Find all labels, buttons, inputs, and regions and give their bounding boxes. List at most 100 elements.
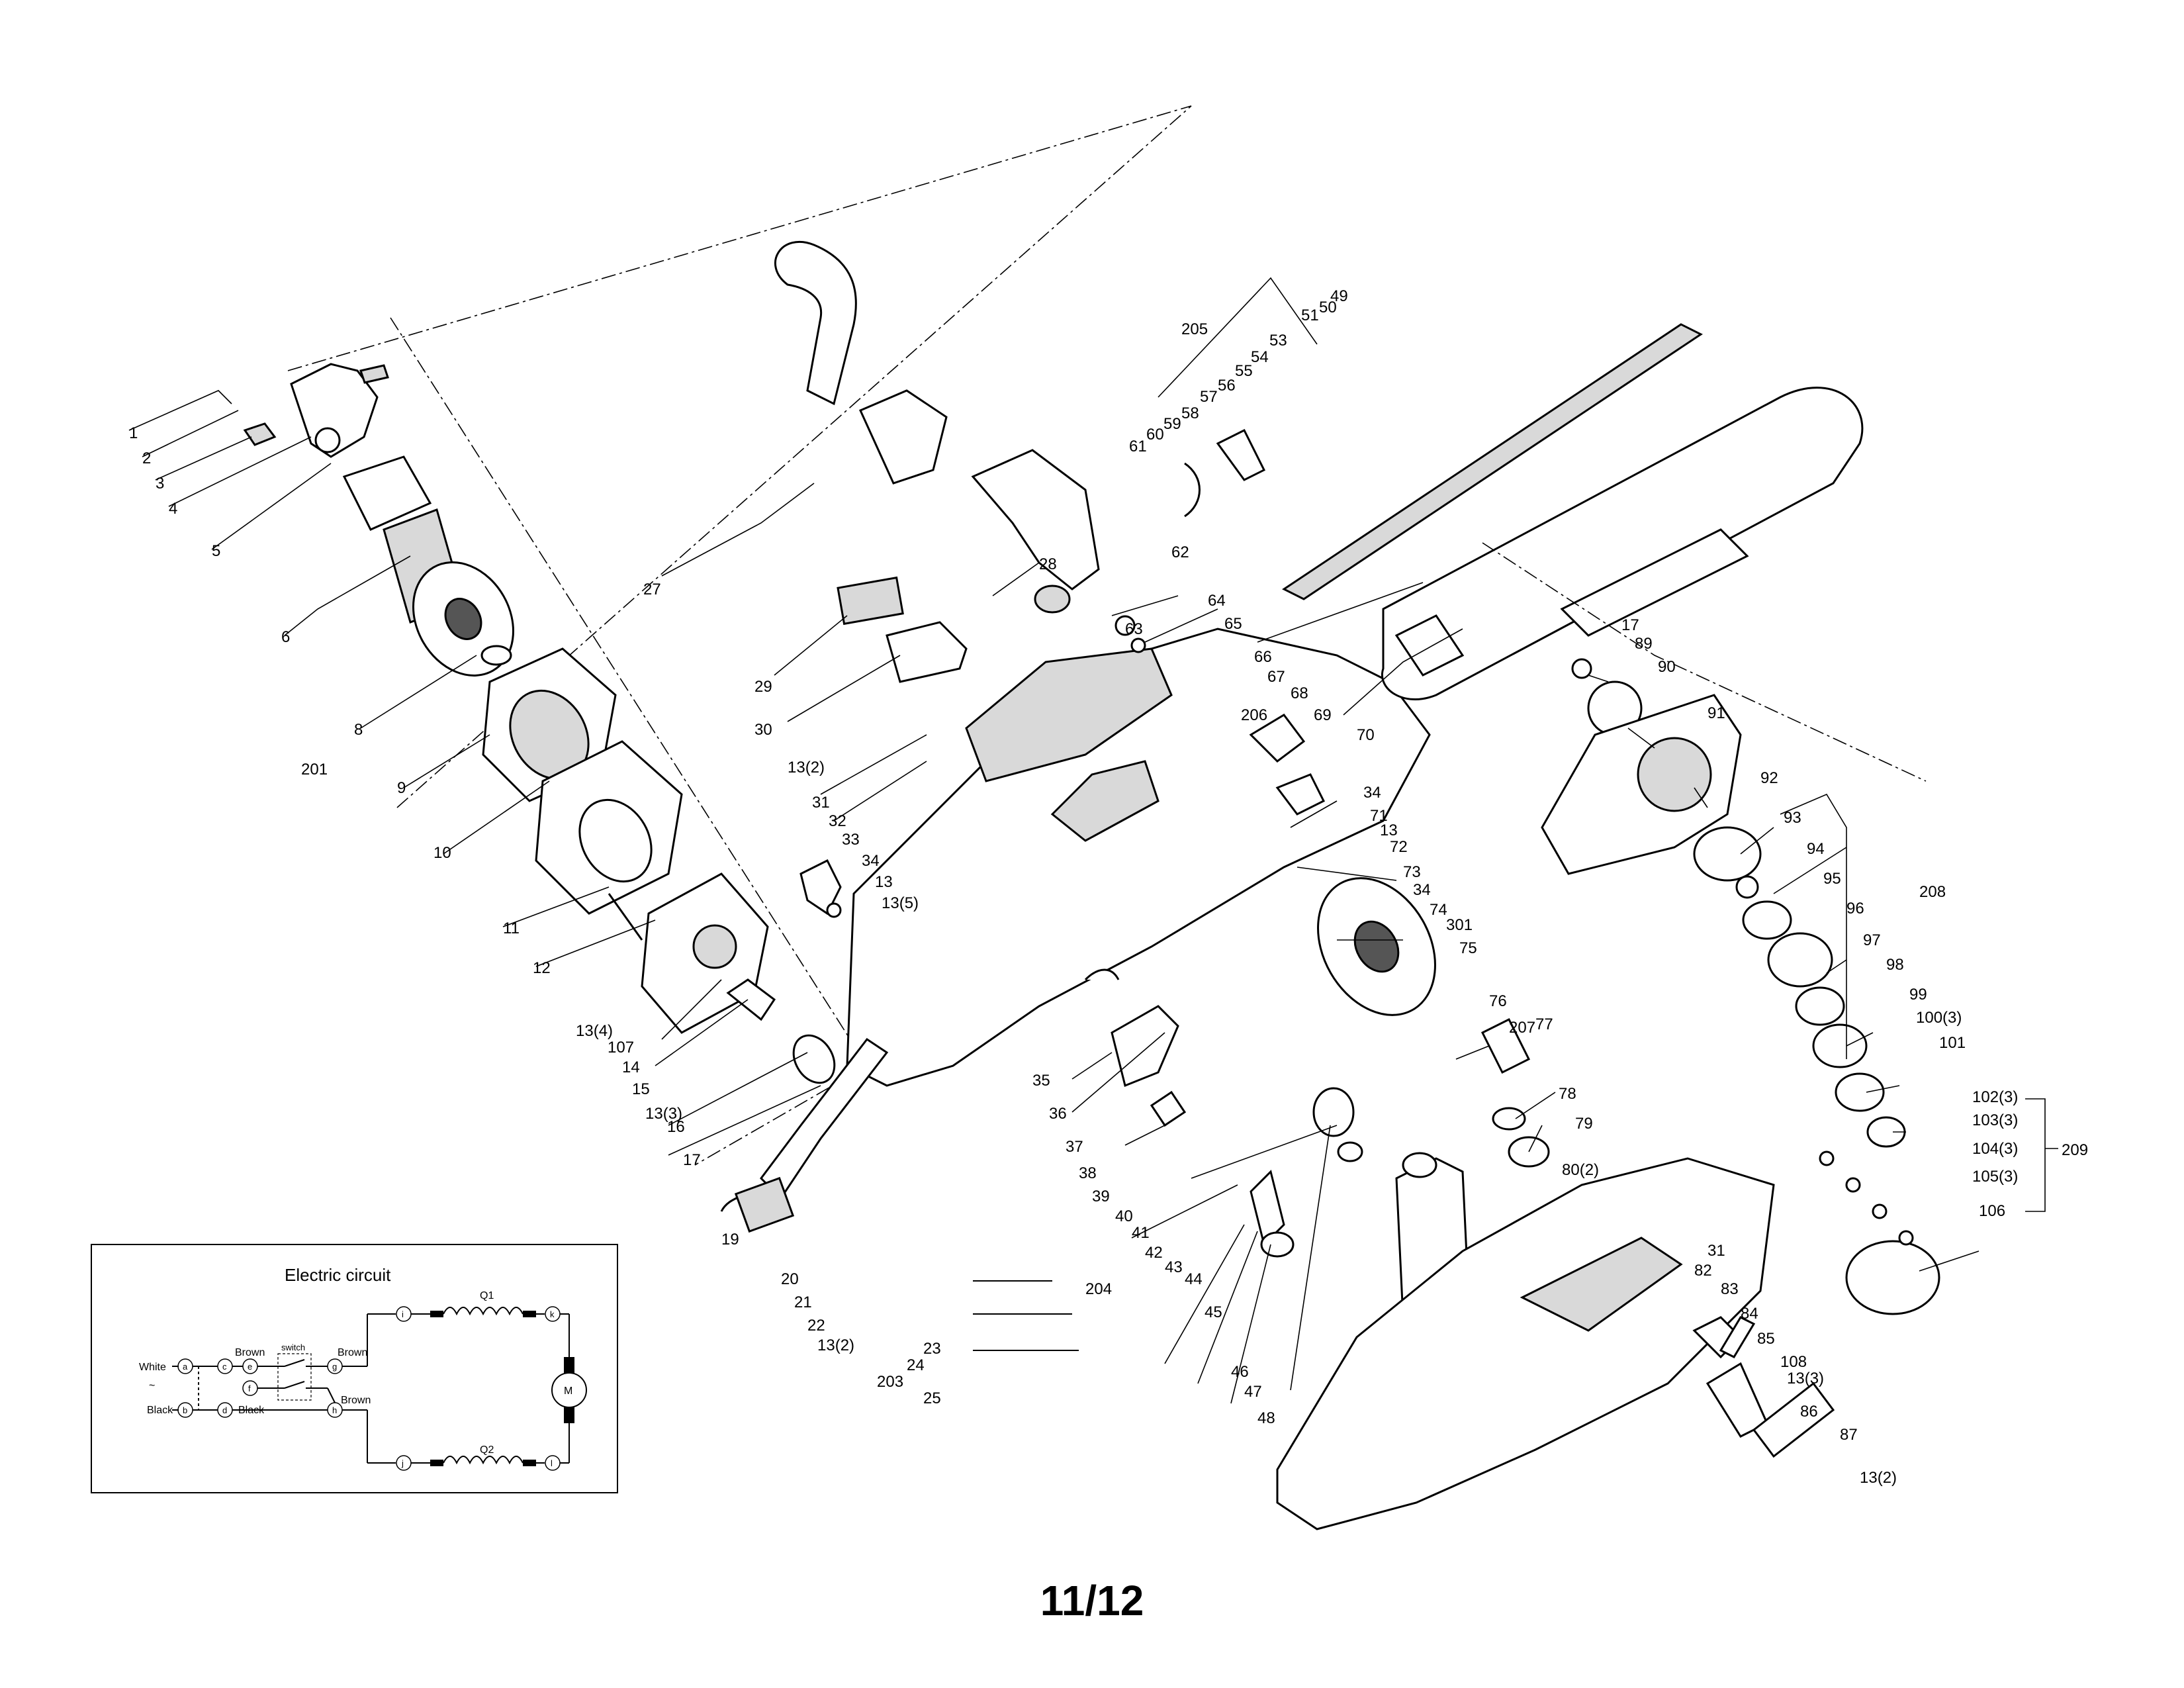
dash-line-cover <box>1482 542 1927 782</box>
callout-105-3: 105(3) <box>1972 1168 2018 1186</box>
callout-208: 208 <box>1919 883 1946 901</box>
callout-38: 38 <box>1079 1164 1097 1182</box>
node-i-label: i <box>402 1309 404 1319</box>
plate-97 <box>1795 986 1845 1026</box>
cord-plug <box>734 1176 795 1233</box>
q1-terminal-left <box>430 1311 443 1317</box>
callout-67: 67 <box>1267 668 1285 686</box>
callout-1: 1 <box>129 424 138 442</box>
callout-55: 55 <box>1235 362 1253 380</box>
callout-108: 108 <box>1780 1353 1807 1371</box>
callout-32: 32 <box>829 812 846 830</box>
callout-31-b: 31 <box>1707 1242 1725 1260</box>
switch-cover <box>886 621 968 683</box>
callout-15: 15 <box>632 1080 650 1098</box>
spring-94 <box>1735 875 1759 899</box>
hand-guard <box>971 449 1100 590</box>
screw-11 <box>608 893 643 941</box>
callout-54: 54 <box>1251 348 1269 366</box>
label-tilde: ~ <box>149 1380 155 1391</box>
callout-6: 6 <box>281 628 290 646</box>
callout-49: 49 <box>1330 287 1348 305</box>
bar-cover <box>1560 528 1749 637</box>
screw-103 <box>1845 1177 1861 1193</box>
o-ring-47 <box>1337 1141 1363 1162</box>
callout-13-4: 13(4) <box>576 1022 613 1040</box>
callout-34-c: 34 <box>1413 881 1431 899</box>
callout-45: 45 <box>1205 1303 1222 1321</box>
callout-60: 60 <box>1146 426 1164 444</box>
callout-33: 33 <box>842 831 860 849</box>
node-k-label: k <box>550 1309 555 1319</box>
tensioner-rod <box>1184 462 1201 518</box>
callout-8: 8 <box>354 721 363 739</box>
node-a-label: a <box>183 1362 188 1372</box>
callout-40: 40 <box>1115 1207 1133 1225</box>
armature-commutator <box>342 455 432 531</box>
callout-13-3-b: 13(3) <box>1787 1370 1824 1387</box>
callout-89: 89 <box>1635 635 1653 653</box>
callout-87: 87 <box>1840 1426 1858 1444</box>
chain-cover-assembly <box>1482 542 1940 1315</box>
callout-101: 101 <box>1939 1034 1966 1052</box>
callout-9: 9 <box>397 779 406 797</box>
label-brown-right-bottom: Brown <box>341 1395 371 1406</box>
label-black-left: Black <box>147 1405 173 1416</box>
screw-104 <box>1872 1203 1888 1219</box>
spring-35 <box>1084 968 1120 981</box>
guide-bar <box>1381 387 1864 700</box>
q2-terminal-left <box>430 1460 443 1466</box>
callout-71: 71 <box>1370 807 1388 825</box>
switch <box>726 978 776 1021</box>
callout-13-2-a: 13(2) <box>788 759 825 776</box>
callout-75: 75 <box>1459 939 1477 957</box>
housing-bore <box>578 798 653 883</box>
bearing <box>314 427 341 453</box>
callout-63: 63 <box>1125 620 1143 638</box>
callout-205: 205 <box>1181 320 1208 338</box>
callout-29: 29 <box>754 678 772 696</box>
callout-85: 85 <box>1757 1330 1775 1348</box>
callout-10: 10 <box>433 844 451 862</box>
gear-95 <box>1742 900 1792 940</box>
label-motor: M <box>564 1385 572 1397</box>
node-l-label: l <box>551 1458 553 1468</box>
switch-box <box>277 1353 312 1401</box>
callout-83: 83 <box>1721 1280 1739 1298</box>
callout-107: 107 <box>608 1039 634 1056</box>
callout-13-5: 13(5) <box>882 894 919 912</box>
node-g-label: g <box>332 1362 337 1372</box>
callout-57: 57 <box>1200 388 1218 406</box>
node-f-label: f <box>248 1383 251 1393</box>
callout-204: 204 <box>1085 1280 1112 1298</box>
node-e-label: e <box>248 1362 252 1372</box>
callout-13-2-b: 13(2) <box>817 1336 854 1354</box>
callout-59: 59 <box>1163 415 1181 433</box>
fan-hub <box>444 598 482 640</box>
callout-21: 21 <box>794 1293 812 1311</box>
callout-34-a: 34 <box>862 852 880 870</box>
callout-56: 56 <box>1218 377 1236 395</box>
oil-window <box>1312 1087 1355 1137</box>
callout-labels: 1 2 3 4 5 6 8 201 9 10 11 12 13(4) 107 1… <box>129 287 2088 1487</box>
callout-68: 68 <box>1291 684 1308 702</box>
callout-13-2-c: 13(2) <box>1860 1469 1897 1487</box>
callout-34-b: 34 <box>1363 784 1381 802</box>
callout-62: 62 <box>1171 543 1189 561</box>
callout-4: 4 <box>169 500 177 518</box>
label-plate <box>837 576 904 626</box>
callout-42: 42 <box>1145 1244 1163 1262</box>
oil-pump <box>1275 773 1326 816</box>
label-q1: Q1 <box>480 1290 494 1301</box>
callout-98: 98 <box>1886 956 1904 974</box>
knob-106 <box>1845 1240 1940 1315</box>
callout-37: 37 <box>1066 1138 1083 1156</box>
callout-201: 201 <box>301 761 328 778</box>
callout-80-2: 80(2) <box>1562 1161 1599 1179</box>
callout-72: 72 <box>1390 838 1408 856</box>
cover-knob-92 <box>1693 826 1762 882</box>
callout-3: 3 <box>156 475 164 492</box>
node-l <box>545 1455 561 1471</box>
node-d-label: d <box>222 1405 227 1415</box>
